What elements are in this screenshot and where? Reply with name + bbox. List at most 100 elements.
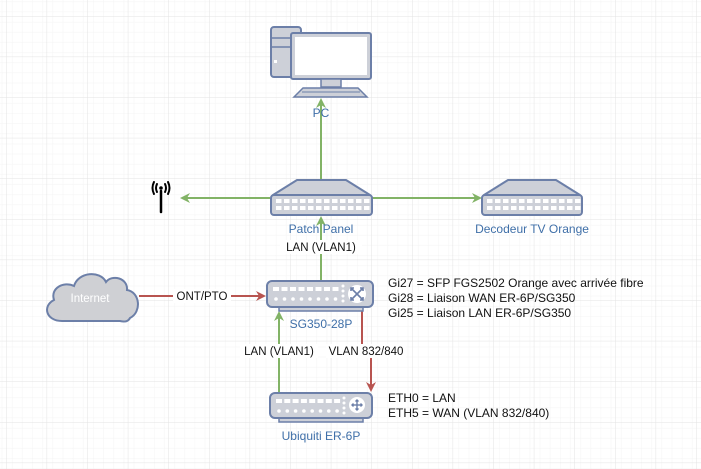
patch-port bbox=[276, 206, 282, 210]
router-label: Ubiquiti ER-6P bbox=[282, 429, 361, 443]
patch-panel-icon bbox=[270, 179, 373, 216]
pc-label: PC bbox=[313, 106, 330, 120]
decoder-port bbox=[551, 199, 557, 203]
patch-port bbox=[364, 199, 370, 203]
patch-port bbox=[324, 206, 330, 210]
decoder-port bbox=[503, 199, 509, 203]
switch-port bbox=[307, 287, 313, 291]
router-port-notes: ETH0 = LAN ETH5 = WAN (VLAN 832/840) bbox=[388, 391, 549, 420]
decoder-port bbox=[487, 206, 493, 210]
switch-port bbox=[324, 287, 330, 291]
cross-arrows-icon bbox=[350, 287, 364, 301]
patch-port bbox=[292, 206, 298, 210]
decoder-port bbox=[503, 206, 509, 210]
edge-label-router-switch-lan: LAN (VLAN1) bbox=[244, 346, 314, 358]
router-port bbox=[335, 409, 339, 413]
decoder-port bbox=[543, 199, 549, 203]
decoder-port bbox=[575, 199, 581, 203]
switch-led bbox=[341, 299, 345, 303]
switch-port bbox=[333, 297, 338, 301]
patch-port bbox=[332, 199, 338, 203]
router-node[interactable]: Ubiquiti ER-6P bbox=[269, 392, 373, 443]
switch-port bbox=[332, 287, 339, 291]
switch-led bbox=[341, 289, 345, 293]
decoder-port bbox=[519, 199, 525, 203]
switch-port-notes: Gi27 = SFP FGS2502 Orange avec arrivée f… bbox=[388, 276, 644, 320]
internet-node[interactable]: Internet bbox=[46, 273, 139, 323]
router-port bbox=[285, 409, 290, 413]
four-way-arrows-icon bbox=[351, 399, 363, 411]
switch-note-line: Gi28 = Liaison WAN ER-6P/SG350 bbox=[388, 291, 576, 305]
router-port bbox=[276, 399, 282, 403]
switch-note-line: Gi25 = Liaison LAN ER-6P/SG350 bbox=[388, 306, 571, 320]
router-icon bbox=[269, 392, 373, 423]
decoder-port bbox=[527, 206, 533, 210]
decoder-port bbox=[575, 206, 581, 210]
decoder-port bbox=[535, 199, 541, 203]
router-note-line: ETH0 = LAN bbox=[388, 391, 456, 405]
switch-port bbox=[273, 287, 279, 291]
router-port bbox=[284, 399, 291, 403]
patch-port bbox=[364, 206, 370, 210]
wireless-antenna-icon bbox=[151, 181, 171, 214]
patch-port bbox=[348, 199, 354, 203]
desktop-computer-icon bbox=[270, 26, 372, 98]
decoder-node[interactable]: Decodeur TV Orange bbox=[475, 179, 589, 236]
patch-port bbox=[284, 206, 290, 210]
patch-port bbox=[308, 199, 314, 203]
switch-port bbox=[325, 297, 329, 301]
edge-labels: ONT/PTO LAN (VLAN1) LAN (VLAN1) VLAN 832… bbox=[173, 240, 406, 358]
decoder-port bbox=[567, 206, 573, 210]
router-port bbox=[277, 409, 281, 413]
patch-port bbox=[276, 199, 282, 203]
patch-port bbox=[316, 199, 322, 203]
layer3-switch-icon bbox=[266, 280, 374, 312]
decoder-port bbox=[535, 206, 541, 210]
router-port bbox=[292, 399, 299, 403]
switch-led bbox=[341, 294, 345, 298]
decoder-port bbox=[495, 199, 501, 203]
wifi-node[interactable] bbox=[151, 181, 171, 214]
switch-node[interactable]: SG350-28P bbox=[266, 280, 374, 331]
switch-port bbox=[315, 287, 322, 291]
decoder-port bbox=[527, 199, 533, 203]
decoder-port bbox=[559, 206, 565, 210]
switch-port bbox=[282, 297, 287, 301]
decoder-port bbox=[487, 199, 493, 203]
patch-port bbox=[300, 199, 306, 203]
decoder-port bbox=[511, 206, 517, 210]
router-note-line: ETH5 = WAN (VLAN 832/840) bbox=[388, 406, 549, 420]
pc-node[interactable]: PC bbox=[270, 26, 372, 120]
patch-port bbox=[300, 206, 306, 210]
router-port bbox=[334, 399, 341, 403]
patch-port bbox=[340, 206, 346, 210]
router-port bbox=[293, 409, 298, 413]
switch-note-line: Gi27 = SFP FGS2502 Orange avec arrivée f… bbox=[388, 276, 644, 290]
switch-port bbox=[290, 287, 296, 291]
switch-port bbox=[281, 287, 288, 291]
patch-panel-node[interactable]: Patch Panel bbox=[270, 179, 373, 236]
patch-port bbox=[356, 206, 362, 210]
router-port bbox=[310, 409, 315, 413]
router-port bbox=[300, 399, 307, 403]
patch-port bbox=[340, 199, 346, 203]
decoder-port bbox=[543, 206, 549, 210]
patch-port bbox=[316, 206, 322, 210]
router-led bbox=[342, 406, 346, 410]
router-led bbox=[342, 401, 346, 405]
router-led bbox=[342, 411, 346, 415]
switch-led bbox=[341, 284, 345, 288]
patch-port bbox=[324, 199, 330, 203]
decoder-port bbox=[511, 199, 517, 203]
router-port bbox=[318, 409, 323, 413]
patch-port bbox=[284, 199, 290, 203]
router-port bbox=[327, 409, 331, 413]
router-port bbox=[317, 399, 324, 403]
router-led bbox=[342, 396, 346, 400]
router-port bbox=[309, 399, 316, 403]
internet-label: Internet bbox=[71, 293, 111, 305]
switch-port bbox=[291, 297, 295, 301]
patch-port bbox=[308, 206, 314, 210]
switch-port bbox=[316, 297, 321, 301]
